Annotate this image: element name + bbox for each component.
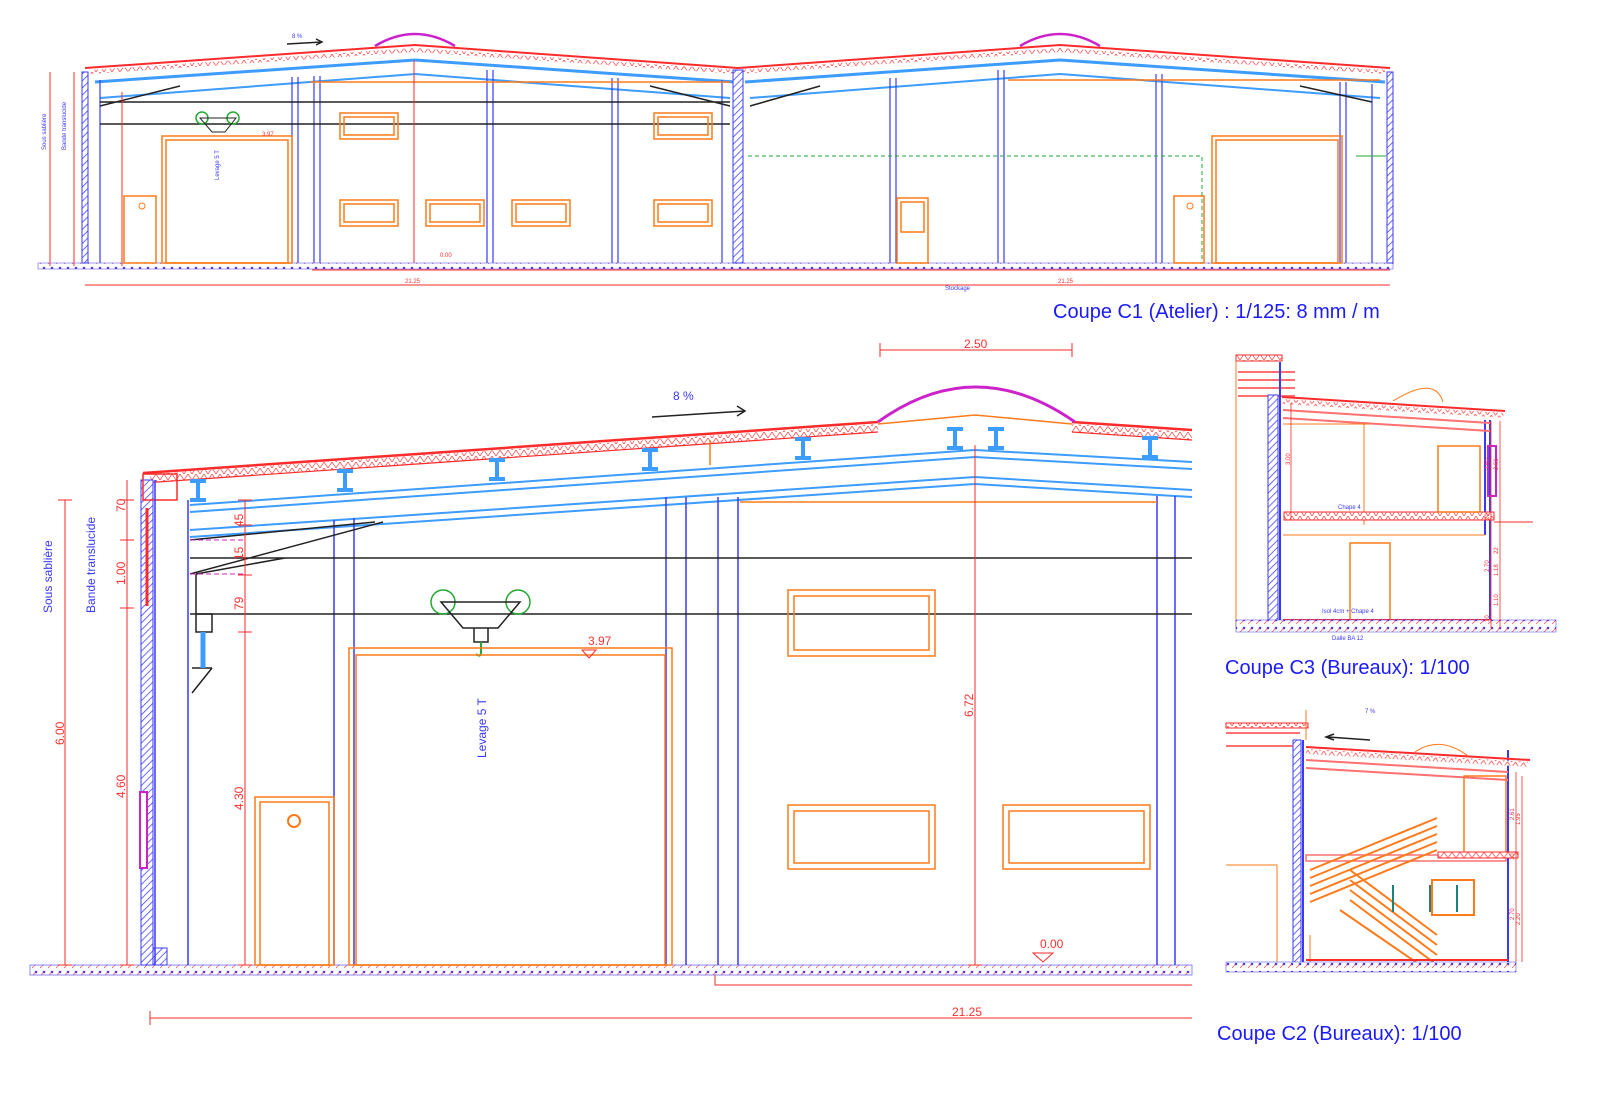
- dim-2-50: 2.50: [964, 337, 988, 351]
- dim-79: 79: [232, 596, 246, 610]
- c3-dim-10: 10: [1485, 615, 1491, 622]
- c3-dalle-label: Dalle BA 12: [1332, 636, 1364, 642]
- section-c1-overview: 8 % Sous sablière Bande translucide Leva…: [37, 32, 1394, 323]
- c2-slope-label: 7 %: [1365, 709, 1376, 715]
- c3-dim-2-61: 2.61: [1494, 458, 1500, 470]
- roof-line: [142, 420, 1193, 475]
- c3-isol-label: Isol 4cm + Chape 4: [1322, 609, 1375, 615]
- ground-slab: [29, 964, 1193, 976]
- c1-sous-sabliere-label: Sous sablière: [42, 113, 48, 150]
- rafter: [94, 58, 1386, 84]
- c2-dim-10: 10: [1510, 853, 1516, 860]
- detail-sous-sabliere-label: Sous sablière: [41, 540, 55, 613]
- c1-stockage-label: Stockage: [945, 286, 971, 292]
- c3-dim-3-00: 3.00: [1286, 453, 1292, 465]
- c2-dim-2-70: 2.70: [1510, 908, 1516, 920]
- c3-title: Coupe C3 (Bureaux): 1/100: [1225, 657, 1470, 679]
- c1-bande-label: Bande translucide: [62, 101, 68, 150]
- dim-6-72: 6.72: [962, 693, 976, 717]
- c3-dim-20: 20: [1485, 513, 1491, 520]
- detail-slope-label: 8 %: [673, 389, 694, 403]
- skylight: [877, 385, 1076, 424]
- c1-title: Coupe C1 (Atelier) : 1/125: 8 mm / m: [1053, 301, 1380, 323]
- section-c1-detail: 8 % Sous sablière Bande translucide Leva…: [29, 337, 1193, 1025]
- c1-slope-label: 8 %: [292, 34, 303, 40]
- dim-15: 15: [232, 546, 246, 560]
- c1-level-dim: 0.00: [440, 253, 452, 259]
- c3-chape-label: Chape 4: [1338, 505, 1361, 511]
- skylight: [374, 32, 1101, 48]
- c3-dim-2-60: 2.60: [1485, 458, 1491, 470]
- dim-21-25: 21.25: [952, 1005, 982, 1019]
- section-c2: 7 % 2.61 1.95 10 2.70 2.20 Coupe C2 (Bur…: [1217, 709, 1531, 1045]
- c1-levage-label: Levage 5 T: [215, 150, 221, 180]
- c3-dim-2-70: 2.70: [1485, 560, 1491, 572]
- purlins: [190, 427, 1158, 502]
- detail-bande-label: Bande translucide: [84, 517, 98, 613]
- crane-hoist: [430, 589, 531, 657]
- c2-dim-2-20: 2.20: [1516, 913, 1522, 925]
- section-c3: 3.00 2.60 2.61 20 22 2.70 1.18 1.10 10 C…: [1225, 354, 1557, 679]
- ground-slab: [37, 262, 1394, 270]
- dim-4-60: 4.60: [114, 774, 128, 798]
- c1-crane-dim: 3.97: [262, 132, 274, 138]
- c1-total-dim: 21.25: [405, 279, 421, 285]
- dim-1-00: 1.00: [114, 561, 128, 585]
- c3-dim-1-18: 1.18: [1494, 564, 1500, 576]
- c2-dim-2-61: 2.61: [1510, 808, 1516, 820]
- dim-0-00: 0.00: [1040, 937, 1064, 951]
- c3-dim-22: 22: [1494, 547, 1500, 554]
- c3-dim-1-10: 1.10: [1494, 594, 1500, 606]
- detail-levage-label: Levage 5 T: [475, 698, 489, 758]
- dim-45: 45: [232, 513, 246, 527]
- c1-total-dim-right: 21.25: [1058, 279, 1074, 285]
- c2-dim-1-95: 1.95: [1516, 813, 1522, 825]
- dim-4-30: 4.30: [232, 786, 246, 810]
- dim-3-97: 3.97: [588, 634, 612, 648]
- dim-6-00: 6.00: [53, 721, 67, 745]
- c2-title: Coupe C2 (Bureaux): 1/100: [1217, 1023, 1462, 1045]
- roof-line: [84, 43, 1391, 70]
- dim-70: 70: [114, 498, 128, 512]
